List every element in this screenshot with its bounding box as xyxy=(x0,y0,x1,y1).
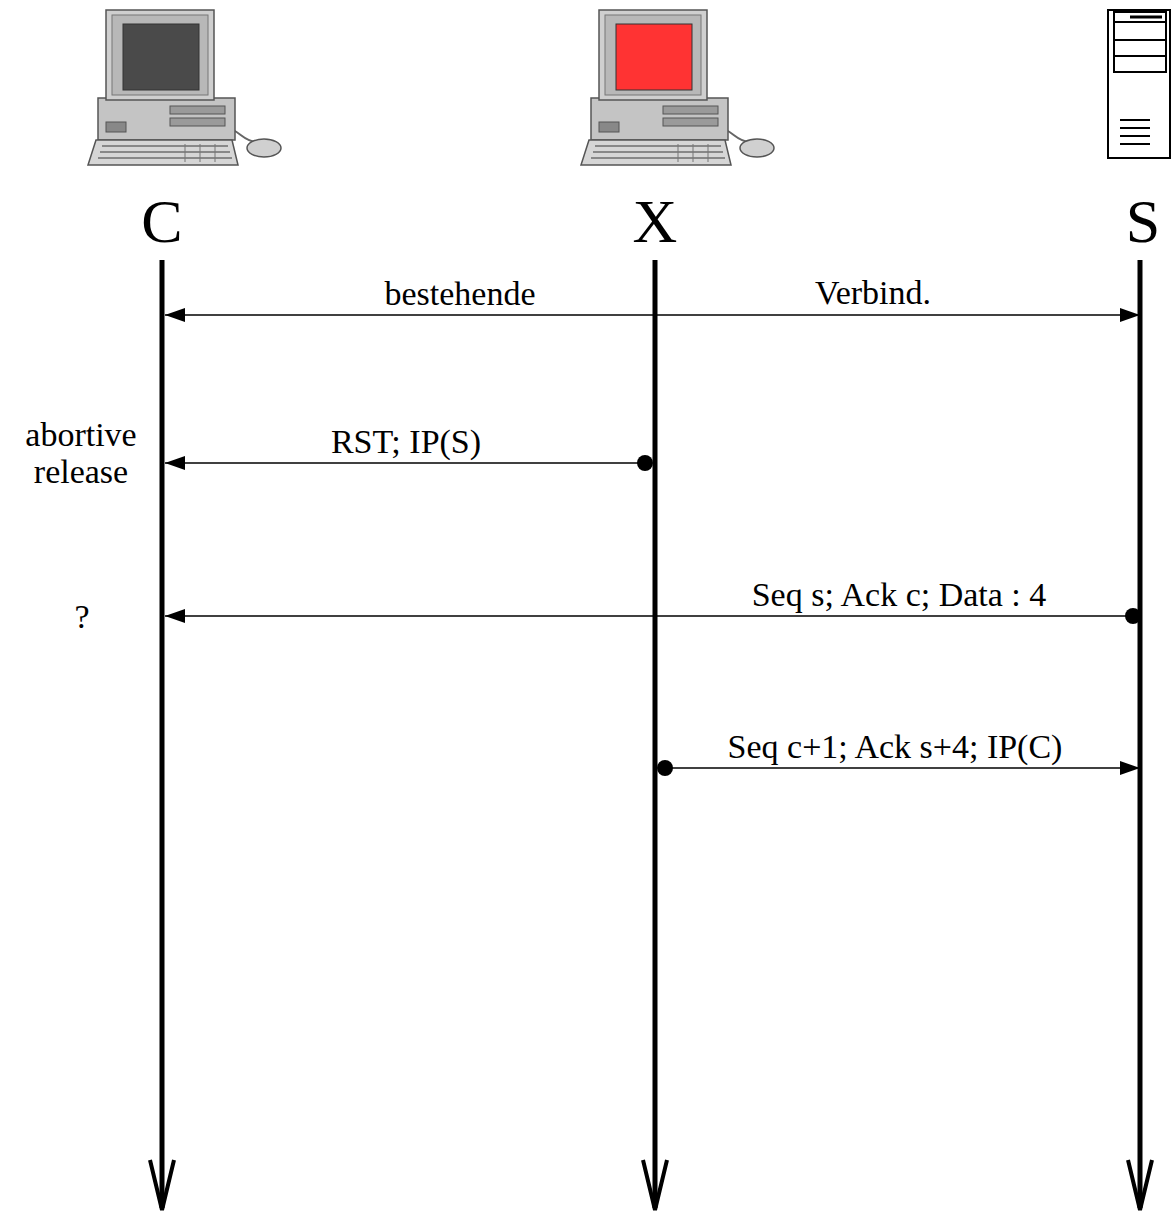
attacker-computer xyxy=(581,10,774,165)
sender-dot xyxy=(1125,608,1141,624)
message-line xyxy=(165,462,645,464)
participant-name: X xyxy=(633,190,678,252)
note-label: Verbind. xyxy=(815,274,931,311)
message-label: RST; IP(S) xyxy=(331,423,481,460)
client-computer xyxy=(88,10,281,165)
note-label: abortive release xyxy=(4,416,158,491)
participant: C xyxy=(141,190,182,252)
message-label: bestehende xyxy=(384,275,535,312)
message-line xyxy=(165,615,1133,617)
sender-dot xyxy=(637,455,653,471)
participant-name: C xyxy=(141,190,182,252)
participant-name: S xyxy=(1126,190,1160,252)
server-tower xyxy=(1108,10,1170,158)
participant: S xyxy=(1126,190,1160,252)
message-label: Seq c+1; Ack s+4; IP(C) xyxy=(728,728,1063,765)
message-line xyxy=(165,314,1140,316)
participant: X xyxy=(633,190,678,252)
message-arrow xyxy=(165,315,1140,316)
message-label: Seq s; Ack c; Data : 4 xyxy=(752,576,1047,613)
lifelines xyxy=(150,260,1152,1210)
message-line xyxy=(665,767,1140,769)
note-label: ? xyxy=(74,598,89,635)
sender-dot xyxy=(657,760,673,776)
